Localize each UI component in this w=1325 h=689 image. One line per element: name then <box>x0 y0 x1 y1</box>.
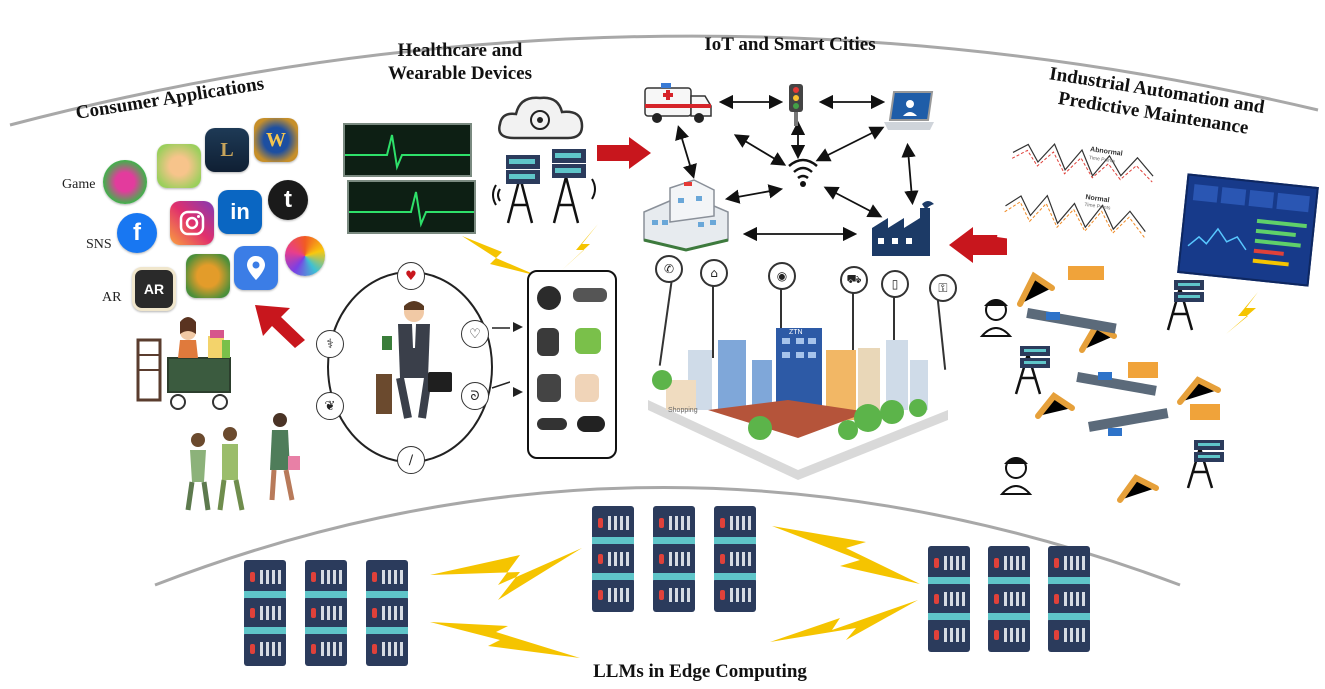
satellite-pin-icon: ✆ <box>655 255 683 283</box>
tumblr-icon: t <box>268 180 308 220</box>
pin-line-3 <box>780 280 782 340</box>
bottom-arc <box>154 486 1181 587</box>
glucose-monitor-icon <box>537 328 559 356</box>
building-sign: ZTN <box>789 329 803 336</box>
server-rack-left-3-icon <box>366 560 408 666</box>
normal-label: Normal <box>1085 194 1110 204</box>
monitoring-dashboard <box>1177 173 1319 287</box>
heart-icon: ♡ <box>461 320 489 348</box>
top-arc <box>9 34 1319 127</box>
healthcare-title-line1: Healthcare and <box>397 40 523 61</box>
cloud-openai-icon <box>498 96 584 140</box>
server-rack-left-2-icon <box>305 560 347 666</box>
worker-1-icon <box>979 299 1013 337</box>
liver-icon: ❦ <box>316 392 344 420</box>
game-app-2-icon <box>157 144 201 188</box>
ar-app-icon: AR <box>132 267 176 311</box>
red-arrow-healthcare-icon <box>597 137 651 169</box>
abnormal-label: Abnormal <box>1090 146 1123 157</box>
industrial-robots-scene <box>979 266 1258 503</box>
arrow-heads-icon <box>513 322 523 397</box>
edge-title: LLMs in Edge Computing <box>593 661 807 682</box>
ambulance-icon <box>644 83 712 123</box>
smart-glasses-icon <box>573 288 607 302</box>
server-rack-left-1-icon <box>244 560 286 666</box>
pin-line-5 <box>893 284 895 354</box>
world-of-warcraft-icon: W <box>254 118 298 162</box>
healthcare-title-line2: Wearable Devices <box>387 62 533 84</box>
instagram-icon <box>170 201 214 245</box>
edge-bolt-4-icon <box>770 600 918 642</box>
lightning-bolt-2-icon <box>562 224 598 270</box>
edge-tower-servers-icon <box>492 149 596 224</box>
pin-line-4 <box>852 282 854 352</box>
edge-bolt-1-icon <box>430 548 582 600</box>
bone-icon: ∕ <box>397 446 425 474</box>
normal-sublabel: Time Points <box>1084 202 1111 212</box>
red-arrow-industrial-icon <box>949 227 1007 263</box>
laptop-icon <box>884 91 934 130</box>
server-rack-center-1-icon <box>592 506 634 612</box>
traffic-light-icon <box>789 84 803 126</box>
iot-title: IoT and Smart Cities <box>704 34 876 55</box>
ecg-monitor-bottom <box>347 180 476 234</box>
businessman-with-luggage-icon <box>376 301 452 419</box>
league-of-legends-icon: L <box>205 128 249 172</box>
blood-pressure-monitor-icon <box>537 374 561 402</box>
smartwatch-icon <box>537 286 561 310</box>
lock-pin-icon: ⚿ <box>929 274 957 302</box>
cctv-pin-icon: ◉ <box>768 262 796 290</box>
anomaly-chart-panel: Abnormal Time Points Normal Time Points <box>997 128 1161 258</box>
ar-game-icon <box>186 254 230 298</box>
pin-line-2 <box>712 278 714 358</box>
smart-city-illustration: ZTN Shopping <box>648 328 948 480</box>
red-arrow-consumer-icon <box>255 305 305 348</box>
edge-bolt-2-icon <box>430 622 580 658</box>
worker-2-icon <box>999 457 1033 495</box>
dashboard-widgets <box>1187 184 1310 267</box>
sns-row-label: SNS <box>86 237 112 252</box>
server-rack-center-3-icon <box>714 506 756 612</box>
server-rack-center-2-icon <box>653 506 695 612</box>
fitness-tracker-icon <box>575 328 601 354</box>
smart-ring-icon <box>577 416 605 432</box>
iot-network-links <box>675 94 919 242</box>
shopping-cart-vendor-icon <box>136 317 231 410</box>
server-rack-right-3-icon <box>1048 546 1090 652</box>
facebook-icon: f <box>117 213 157 253</box>
healthcare-title: Healthcare and Wearable Devices <box>350 40 570 86</box>
server-rack-right-2-icon <box>988 546 1030 652</box>
camera-glyph-icon <box>179 210 205 236</box>
hospital-building-icon <box>643 179 729 252</box>
ar-row-label: AR <box>102 290 122 305</box>
smart-meter-pin-icon: ▯ <box>881 270 909 298</box>
game-app-1-icon <box>103 160 147 204</box>
wearables-panel <box>527 270 617 459</box>
city-shopping-sign: Shopping <box>668 407 698 414</box>
lungs-icon: ⚕ <box>316 330 344 358</box>
smart-glove-icon <box>575 374 599 402</box>
wifi-icon <box>788 158 818 187</box>
server-rack-right-1-icon <box>928 546 970 652</box>
color-wheel-app-icon <box>285 236 325 276</box>
smart-band-icon <box>537 418 567 430</box>
location-pin-icon <box>247 256 265 280</box>
smart-home-pin-icon: ⌂ <box>700 259 728 287</box>
map-pin-app-icon <box>234 246 278 290</box>
linkedin-icon: in <box>218 190 262 234</box>
edge-bolt-3-icon <box>772 526 920 584</box>
factory-icon <box>872 201 934 256</box>
walking-family-icon <box>185 413 300 511</box>
car-pin-icon: ⛟ <box>840 266 868 294</box>
lightning-bolt-1-icon <box>462 236 538 276</box>
stomach-icon: ᘐ <box>461 382 489 410</box>
ecg-monitor-top <box>343 123 472 177</box>
timeseries-plot: Abnormal Time Points Normal Time Points <box>1004 143 1154 238</box>
abnormal-sublabel: Time Points <box>1089 155 1116 165</box>
game-row-label: Game <box>62 177 96 192</box>
heart-shield-icon: ♥ <box>397 262 425 290</box>
